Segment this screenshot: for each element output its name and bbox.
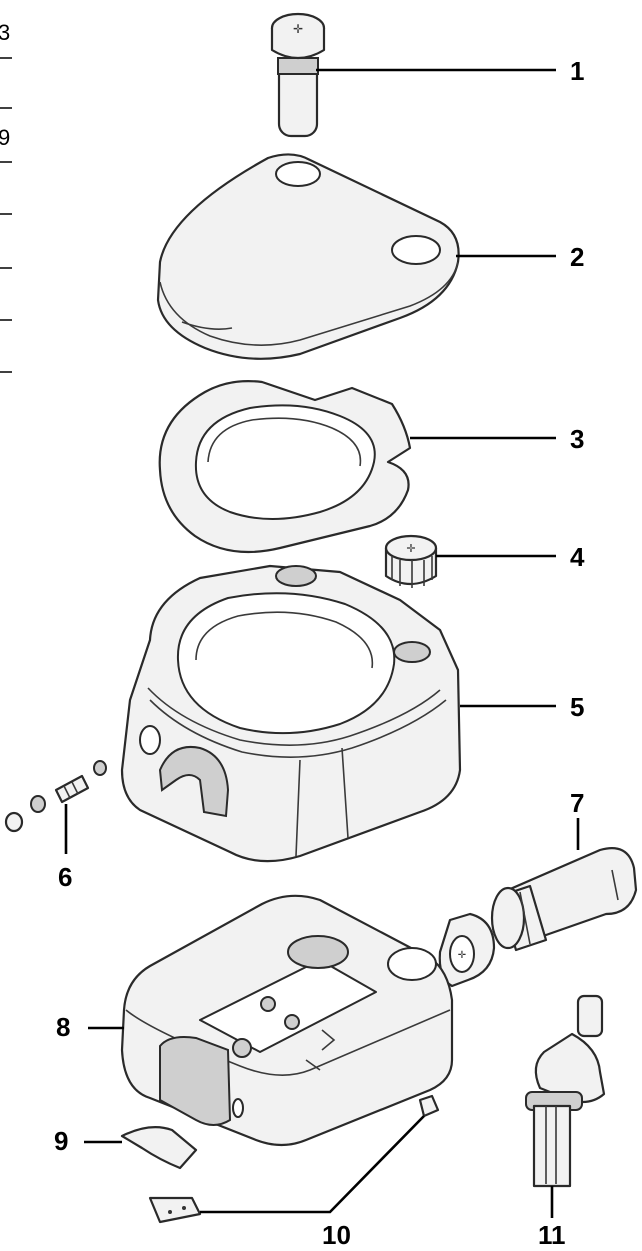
- plunger-cap-body: [270, 28, 326, 60]
- callout-10: 10: [322, 1220, 351, 1250]
- seat-inner-rim: [207, 417, 362, 467]
- tank-screw-2: [284, 1014, 300, 1030]
- drain-top-fitting: [576, 994, 604, 1038]
- bracket-9: [120, 1125, 198, 1170]
- clip-plate-hole-1: [168, 1210, 172, 1214]
- callout-8: 8: [56, 1012, 70, 1042]
- tank-valve-handle: [159, 1036, 232, 1126]
- plunger-cap-arrow-icon: ✛: [293, 22, 303, 36]
- callout-7: 7: [570, 788, 584, 818]
- outlet-pipe-end: [490, 886, 526, 950]
- callout-2: 2: [570, 242, 584, 272]
- bowl-fill-spout: [275, 565, 317, 587]
- clip-plate: [148, 1196, 202, 1224]
- bowl-inner-rim: [195, 611, 374, 669]
- cap-top: [384, 534, 438, 562]
- valve-washer-outer: [4, 811, 24, 833]
- callout-numbers: 1 2 3 4 5 6 7 8 9 10 11: [54, 56, 585, 1250]
- leader-10: [200, 1115, 425, 1214]
- valve-stem-thread: [63, 781, 79, 799]
- part-5-bowl-unit: [120, 564, 462, 863]
- part-2-lid: [156, 153, 460, 360]
- callout-1: 1: [570, 56, 584, 86]
- edge-fragment-top: 3: [0, 20, 10, 45]
- tank-screw-1: [260, 996, 276, 1012]
- outlet-cap-face: [449, 935, 475, 973]
- outlet-cap-mark-icon: ✛: [458, 950, 466, 961]
- cap-grip-ridges: [391, 556, 433, 588]
- bowl-rim-line-1: [147, 687, 441, 746]
- bowl-cap-socket: [393, 641, 431, 663]
- lid-hole-plunger: [275, 161, 321, 187]
- edge-fragment-second: 9: [0, 125, 10, 150]
- plunger-collar: [277, 57, 319, 75]
- valve-washer: [30, 795, 46, 813]
- valve-stem: [54, 774, 90, 804]
- part-10-clips: [148, 1094, 440, 1224]
- cap-arrow-icon: ✛: [406, 543, 415, 555]
- part-8-waste-tank: [120, 894, 454, 1147]
- lid-hinge-line: [181, 321, 233, 330]
- seat-opening: [194, 404, 376, 520]
- callout-11: 11: [538, 1220, 566, 1250]
- bowl-side-port: [139, 725, 161, 755]
- part-6-valve-set: [4, 760, 107, 833]
- lid-edge-line: [159, 261, 459, 346]
- callout-5: 5: [570, 692, 584, 722]
- part-3-seat: [158, 380, 412, 554]
- lid-hole-cup: [391, 235, 441, 265]
- bowl-side-contours: [295, 747, 349, 857]
- clip-plate-hole-2: [182, 1206, 186, 1210]
- tank-cup-holder: [387, 947, 437, 981]
- tank-indicator: [232, 1038, 252, 1058]
- left-edge-fragments: 3 9: [0, 20, 12, 373]
- callout-4: 4: [570, 542, 585, 572]
- callout-9: 9: [54, 1126, 68, 1156]
- outlet-pipe-rings: [519, 869, 619, 945]
- callout-3: 3: [570, 424, 584, 454]
- bowl-handle: [158, 746, 230, 818]
- bowl-opening: [176, 592, 396, 735]
- part-1-plunger: ✛: [270, 12, 326, 138]
- part-7-outlet-pipe: ✛: [438, 847, 638, 988]
- tank-latch-marks: [305, 1029, 336, 1071]
- part-9-bracket: [120, 1125, 198, 1170]
- drain-hose-lines: [545, 1106, 557, 1184]
- drain-elbow: [534, 1032, 606, 1104]
- tank-fill-opening: [287, 935, 349, 969]
- part-4-cap: ✛: [384, 534, 438, 588]
- leader-lines: [64, 68, 580, 1218]
- tank-vent-slot: [232, 1098, 244, 1118]
- bowl-rim-line-2: [149, 699, 447, 758]
- clip-small: [418, 1094, 440, 1118]
- part-11-drain-elbow: [525, 994, 606, 1188]
- callout-6: 6: [58, 862, 72, 892]
- tank-top-edge: [125, 1009, 451, 1076]
- drain-hose: [532, 1104, 572, 1188]
- valve-nut: [93, 760, 107, 776]
